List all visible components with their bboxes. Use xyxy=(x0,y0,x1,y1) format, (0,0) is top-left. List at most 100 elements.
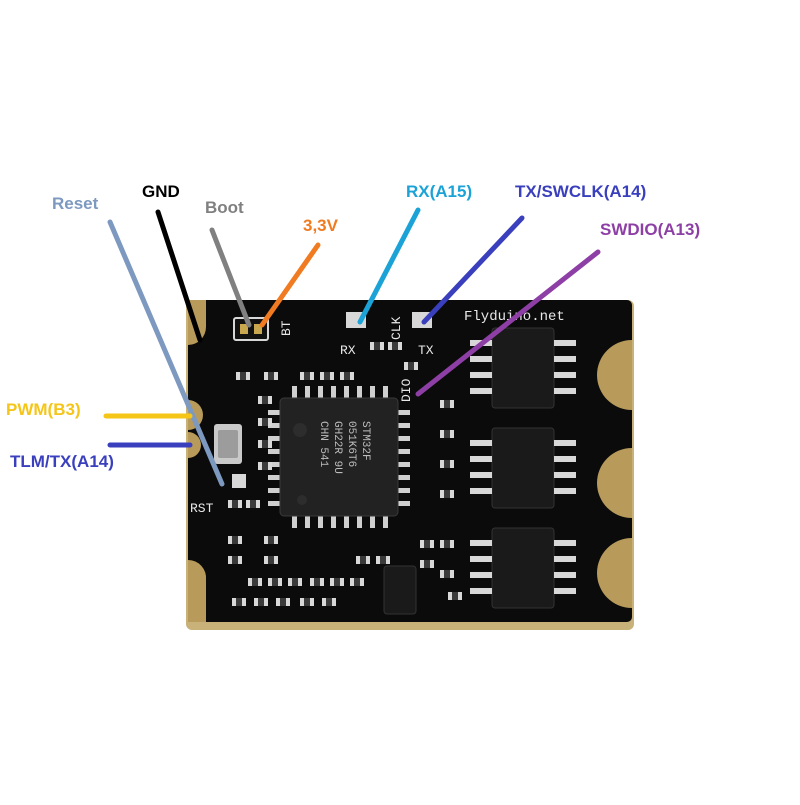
smd-component-body xyxy=(232,500,238,508)
mcu-pin xyxy=(398,501,410,506)
smd-component-body xyxy=(304,598,310,606)
smd-component-body xyxy=(262,418,268,426)
swdio-callout-line xyxy=(415,249,601,397)
silkscreen-tx: TX xyxy=(418,343,434,358)
mcu-pin xyxy=(292,386,297,398)
mosfet-3 xyxy=(470,527,576,609)
reset-callout-line xyxy=(107,219,225,487)
mcu-pin xyxy=(268,501,280,506)
mcu-marking-4: CHN 541 xyxy=(317,421,329,468)
boot-pads xyxy=(233,317,269,341)
smd-component-body xyxy=(268,536,274,544)
smd-component-body xyxy=(408,362,414,370)
smd-component-body xyxy=(258,598,264,606)
smd-component-body xyxy=(444,460,450,468)
reset-label: Reset xyxy=(52,194,99,213)
pad-motor-b xyxy=(597,448,632,518)
reset-pad xyxy=(232,474,246,488)
boot-label: Boot xyxy=(205,198,244,217)
smd-component-body xyxy=(262,396,268,404)
smd-component-body xyxy=(232,556,238,564)
smd-component-body xyxy=(380,556,386,564)
swdio-label: SWDIO(A13) xyxy=(600,220,701,239)
mcu-pin xyxy=(398,423,410,428)
smd-component-body xyxy=(292,578,298,586)
mcu-pin xyxy=(268,475,280,480)
smd-component-body xyxy=(280,598,286,606)
smd-component-body xyxy=(444,540,450,548)
rx-callout-line xyxy=(357,207,421,325)
mcu-pin xyxy=(398,410,410,415)
mcu-pin xyxy=(398,488,410,493)
pad-motor-c xyxy=(597,538,632,608)
smd-component-body xyxy=(236,598,242,606)
smd-component-body xyxy=(240,372,246,380)
mcu-marking-3: GH22R 9U xyxy=(331,421,343,474)
mcu-pin xyxy=(398,436,410,441)
smd-component-body xyxy=(232,536,238,544)
smd-component-body xyxy=(444,570,450,578)
smd-component-body xyxy=(424,540,430,548)
mosfet-2 xyxy=(470,427,576,509)
smd-component-body xyxy=(360,556,366,564)
pad-tlm-castellation xyxy=(188,432,201,458)
smd-component-body xyxy=(304,372,310,380)
smd-component-body xyxy=(392,342,398,350)
rx-label: RX(A15) xyxy=(406,182,473,201)
mcu-pin xyxy=(344,516,349,528)
smd-component-body xyxy=(444,400,450,408)
smd-component-body xyxy=(250,500,256,508)
tlm-label: TLM/TX(A14) xyxy=(10,452,114,471)
gnd-label: GND xyxy=(142,182,180,201)
smd-component-body xyxy=(268,556,274,564)
smd-component-body xyxy=(314,578,320,586)
boot-callout-line xyxy=(209,227,252,328)
mcu-pin xyxy=(318,516,323,528)
mcu-pin xyxy=(398,449,410,454)
mcu-pin xyxy=(357,386,362,398)
tx-swclk-callout-line xyxy=(421,215,525,325)
mcu-pin xyxy=(383,386,388,398)
smd-component-body xyxy=(334,578,340,586)
mcu-pin xyxy=(268,449,280,454)
mcu-pin xyxy=(292,516,297,528)
smd-component-body xyxy=(326,598,332,606)
smd-components xyxy=(228,342,462,606)
pad-bottom-left-castellation xyxy=(188,559,207,622)
mcu-pin xyxy=(331,386,336,398)
smd-component-body xyxy=(354,578,360,586)
smd-component-body xyxy=(268,372,274,380)
pwm-label: PWM(B3) xyxy=(6,400,81,419)
smd-component-body xyxy=(424,560,430,568)
mcu-pin xyxy=(398,475,410,480)
mcu-pin xyxy=(398,462,410,467)
pad-motor-a xyxy=(597,340,632,410)
mcu-pin xyxy=(383,516,388,528)
silkscreen-clk: CLK xyxy=(389,316,404,340)
mcu-pin xyxy=(268,423,280,428)
mcu-marking-2: 051K6T6 xyxy=(345,421,357,467)
mcu-pin xyxy=(268,436,280,441)
v33-label: 3,3V xyxy=(303,216,338,235)
smd-component-body xyxy=(272,578,278,586)
mcu-pin xyxy=(344,386,349,398)
smd-component-body xyxy=(344,372,350,380)
tx-swclk-label: TX/SWCLK(A14) xyxy=(515,182,647,201)
mcu-pin xyxy=(357,516,362,528)
smd-component-body xyxy=(262,462,268,470)
smd-component-body xyxy=(444,490,450,498)
silkscreen-rst: RST xyxy=(190,501,214,516)
gnd-callout-line xyxy=(155,209,203,343)
mcu-pin xyxy=(331,516,336,528)
regulator xyxy=(383,565,417,615)
mcu-pin xyxy=(268,410,280,415)
v33-callout-line xyxy=(259,242,321,328)
mcu-pin xyxy=(370,386,375,398)
smd-component-body xyxy=(262,440,268,448)
mcu-pin xyxy=(268,488,280,493)
smd-component-body xyxy=(324,372,330,380)
silkscreen-rx: RX xyxy=(340,343,356,358)
mcu-pin xyxy=(305,386,310,398)
smd-component-body xyxy=(252,578,258,586)
